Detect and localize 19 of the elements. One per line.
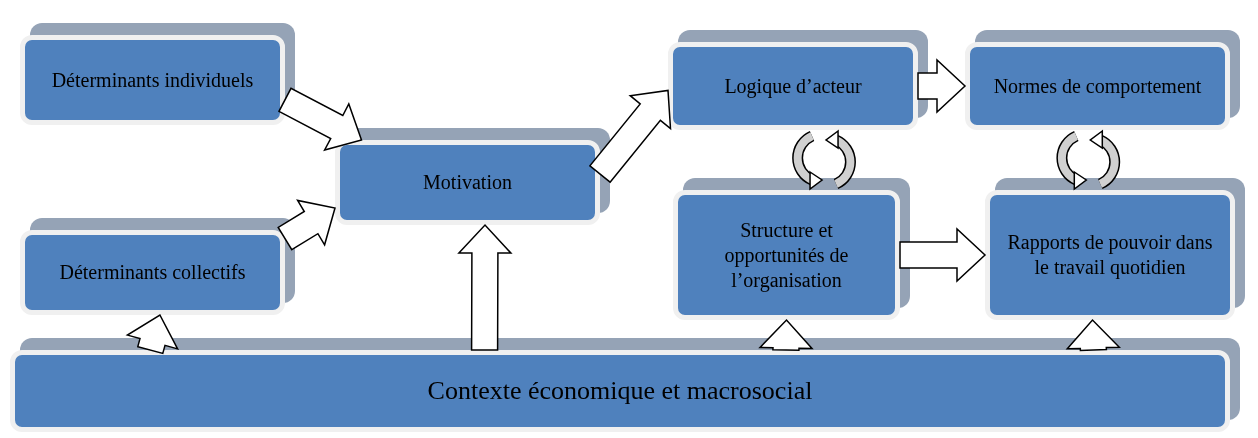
block-arrow — [278, 87, 363, 152]
node-label: Normes de comportement — [993, 73, 1202, 99]
block-arrow — [758, 318, 814, 352]
node-label: Structure et opportunités de l’organisation — [723, 217, 850, 293]
cycle-arrows — [1056, 129, 1121, 191]
block-arrow — [1065, 318, 1122, 352]
block-arrow — [917, 58, 967, 114]
block-arrow — [899, 227, 987, 283]
block-arrow — [588, 89, 672, 184]
block-arrow — [277, 199, 336, 251]
node-label: Déterminants individuels — [51, 67, 254, 93]
block-arrow — [125, 313, 180, 355]
node-label: Logique d’acteur — [724, 73, 862, 99]
cycle-arrows — [792, 129, 856, 191]
node-label: Déterminants collectifs — [59, 260, 246, 285]
node-label: Motivation — [423, 170, 512, 195]
block-arrow — [457, 223, 513, 351]
node-label: Rapports de pouvoir dans le travail quotidien — [1006, 230, 1214, 280]
node-label: Contexte économique et macrosocial — [427, 374, 813, 407]
